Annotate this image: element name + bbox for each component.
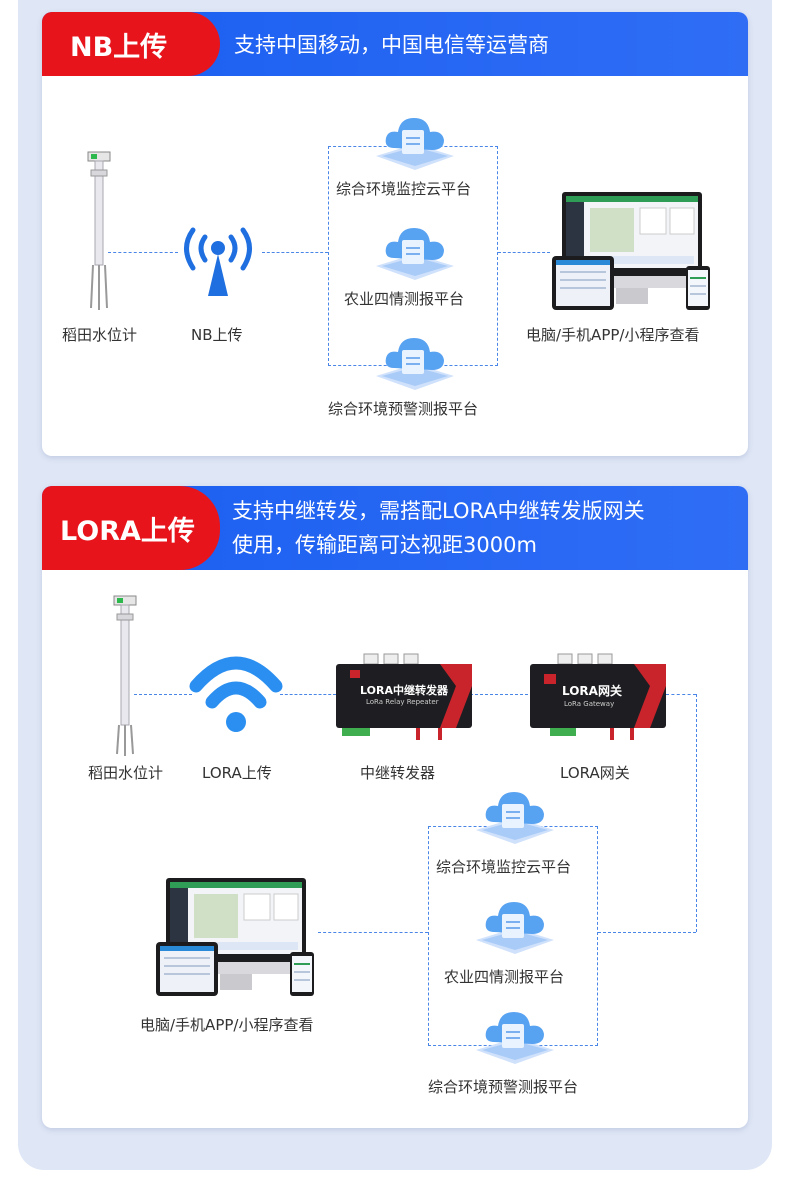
devices-label: 电脑/手机APP/小程序查看 [526, 326, 700, 344]
sensor-label: 稻田水位计 [62, 326, 138, 344]
lora-description: 支持中继转发，需搭配LORA中继转发版网关 使用，传输距离可达视距3000m [232, 494, 645, 562]
lora-upload-card: LORA上传 支持中继转发，需搭配LORA中继转发版网关 使用，传输距离可达视距… [42, 486, 748, 1128]
cloud-platform-icon [476, 902, 554, 954]
water-level-sensor-icon [87, 151, 111, 310]
lora-repeater-device-icon [336, 653, 472, 740]
nb-tag: NB上传 [42, 12, 220, 76]
connector-line [262, 252, 328, 253]
nb-signal-icon [184, 227, 252, 296]
gateway-title: LORA网关 [562, 684, 622, 698]
devices-monitor-icon [156, 878, 314, 996]
cloud-platform-label: 综合环境预警测报平台 [328, 400, 479, 418]
lora-gateway-device-icon [530, 653, 666, 740]
nb-description: 支持中国移动，中国电信等运营商 [234, 33, 549, 57]
connector-line [666, 694, 696, 695]
cloud-platform-icon [476, 792, 554, 844]
repeater-label: 中继转发器 [360, 764, 436, 782]
nb-header: NB上传 支持中国移动，中国电信等运营商 [42, 12, 748, 76]
cloud-platform-icon [376, 338, 454, 390]
lora-wifi-icon [189, 656, 283, 732]
lora-upload-label: LORA上传 [202, 764, 272, 782]
devices-label: 电脑/手机APP/小程序查看 [140, 1016, 314, 1034]
connector-line [108, 252, 178, 253]
connector-line [134, 694, 192, 695]
devices-monitor-icon [552, 192, 710, 310]
cloud-platform-icon [376, 118, 454, 170]
lora-description-line-2: 使用，传输距离可达视距3000m [232, 533, 537, 557]
connector-line [280, 694, 336, 695]
connector-line [498, 252, 550, 253]
sensor-label: 稻田水位计 [88, 764, 164, 782]
connector-line [598, 932, 696, 933]
repeater-subtitle: LoRa Relay Repeater [366, 698, 439, 706]
connector-line [696, 694, 697, 932]
repeater-title: LORA中继转发器 [360, 684, 448, 697]
cloud-platform-label: 综合环境监控云平台 [436, 858, 572, 876]
gateway-label: LORA网关 [560, 764, 630, 782]
cloud-platform-icon [476, 1012, 554, 1064]
gateway-subtitle: LoRa Gateway [564, 700, 615, 708]
nb-upload-label: NB上传 [191, 326, 243, 344]
cloud-platform-label: 农业四情测报平台 [444, 968, 565, 986]
lora-description-line-1: 支持中继转发，需搭配LORA中继转发版网关 [232, 499, 645, 523]
cloud-platform-label: 农业四情测报平台 [344, 290, 465, 308]
connector-line [470, 694, 528, 695]
nb-upload-card: NB上传 支持中国移动，中国电信等运营商 [42, 12, 748, 456]
cloud-platform-label: 综合环境监控云平台 [336, 180, 472, 198]
water-level-sensor-icon [113, 595, 137, 756]
lora-header: LORA上传 支持中继转发，需搭配LORA中继转发版网关 使用，传输距离可达视距… [42, 486, 748, 570]
cloud-platform-label: 综合环境预警测报平台 [428, 1078, 579, 1096]
lora-tag: LORA上传 [42, 486, 220, 570]
cloud-platform-icon [376, 228, 454, 280]
connector-line [318, 932, 428, 933]
